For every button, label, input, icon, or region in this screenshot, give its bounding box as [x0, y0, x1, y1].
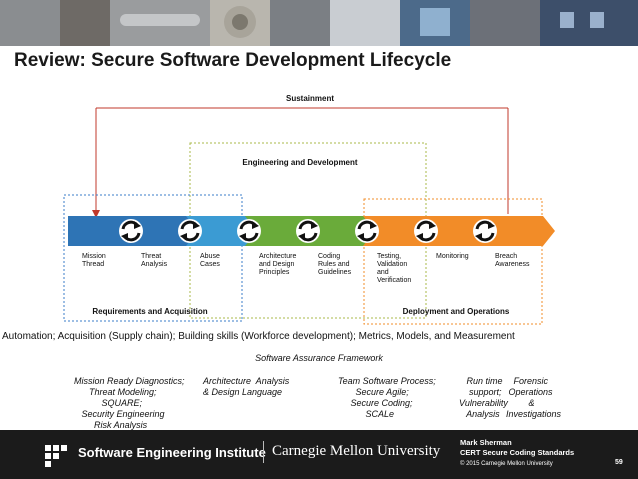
stage-label: Monitoring	[436, 253, 469, 260]
stage-label: Cases	[200, 261, 220, 268]
stage-label: Validation	[377, 261, 407, 268]
cycle-arrowhead-bottom	[475, 233, 482, 241]
cycle-arrowhead-top	[193, 221, 200, 229]
cycle-arrowhead-bottom	[121, 233, 128, 241]
cycle-arrowhead-top	[488, 221, 495, 229]
stage-label: Analysis	[141, 261, 168, 268]
stage-label: Architecture	[259, 253, 296, 260]
cycle-arrowhead-top	[311, 221, 318, 229]
stage-label: Rules and	[318, 261, 350, 268]
cycle-arrowhead-bottom	[298, 233, 305, 241]
stage-label: Verification	[377, 277, 411, 284]
sustainment-label: Sustainment	[286, 94, 334, 103]
footer-course: CERT Secure Coding Standards	[460, 448, 575, 457]
deployment-operations-label: Deployment and Operations	[403, 307, 510, 316]
stage-label: Coding	[318, 253, 340, 260]
engineering-development-label: Engineering and Development	[242, 158, 357, 167]
cycle-arrowhead-top	[252, 221, 259, 229]
column-architecture-tools: Architecture Analysis & Design Language	[203, 376, 290, 397]
deployment-operations-box: Deployment and Operations	[363, 198, 543, 325]
footer-divider	[263, 441, 264, 463]
stage-label: Thread	[82, 261, 104, 268]
cycle-arrowhead-top	[429, 221, 436, 229]
stage-label: Abuse	[200, 253, 220, 260]
page-number: 59	[615, 459, 623, 466]
stage-label: Guidelines	[318, 269, 352, 276]
cycle-arrowhead-bottom	[180, 233, 187, 241]
framework-components-line: Automation; Acquisition (Supply chain); …	[2, 331, 515, 342]
cycle-arrowhead-bottom	[239, 233, 246, 241]
requirements-acquisition-label: Requirements and Acquisition	[92, 307, 207, 316]
cycle-arrowhead-bottom	[357, 233, 364, 241]
column-coding-tools: Team Software Process; Secure Agile; Sec…	[338, 376, 436, 419]
footer-bar	[0, 430, 638, 479]
cycle-arrowhead-top	[370, 221, 377, 229]
stage-label: Breach	[495, 253, 517, 260]
stage-label: and Design	[259, 261, 295, 268]
cycle-arrowhead-bottom	[416, 233, 423, 241]
stage-chevron	[481, 216, 555, 246]
footer-copyright: © 2015 Carnegie Mellon University	[460, 461, 553, 467]
column-forensic-tools: Forensic Operations & Investigations	[506, 376, 562, 419]
stage-label: Threat	[141, 253, 161, 260]
sei-logo-icon	[45, 445, 67, 467]
requirements-acquisition-box: Requirements and Acquisition	[63, 194, 243, 322]
footer-presenter-block: Mark Sherman CERT Secure Coding Standard…	[460, 438, 574, 458]
column-requirements-tools: Mission Ready Diagnostics; Threat Modeli…	[74, 376, 185, 430]
header-photo-banner	[0, 0, 638, 46]
cycle-icons	[119, 219, 497, 243]
footer-presenter: Mark Sherman	[460, 438, 512, 447]
cycle-arrowhead-top	[134, 221, 141, 229]
slide-title: Review: Secure Software Development Life…	[14, 50, 452, 71]
stage-label: Mission	[82, 253, 106, 260]
stage-label: Testing,	[377, 253, 401, 260]
footer-university: Carnegie Mellon University	[272, 443, 441, 459]
sustainment-frame: Sustainment	[92, 94, 509, 218]
column-runtime-tools: Run time support; Vulnerability Analysis	[459, 376, 508, 419]
footer-org-name: Software Engineering Institute	[78, 445, 266, 460]
stage-label: Principles	[259, 269, 290, 276]
framework-label: Software Assurance Framework	[255, 353, 383, 363]
engineering-development-box: Engineering and Development	[189, 142, 427, 319]
stage-label: and	[377, 269, 389, 276]
stage-label: Awareness	[495, 261, 530, 268]
